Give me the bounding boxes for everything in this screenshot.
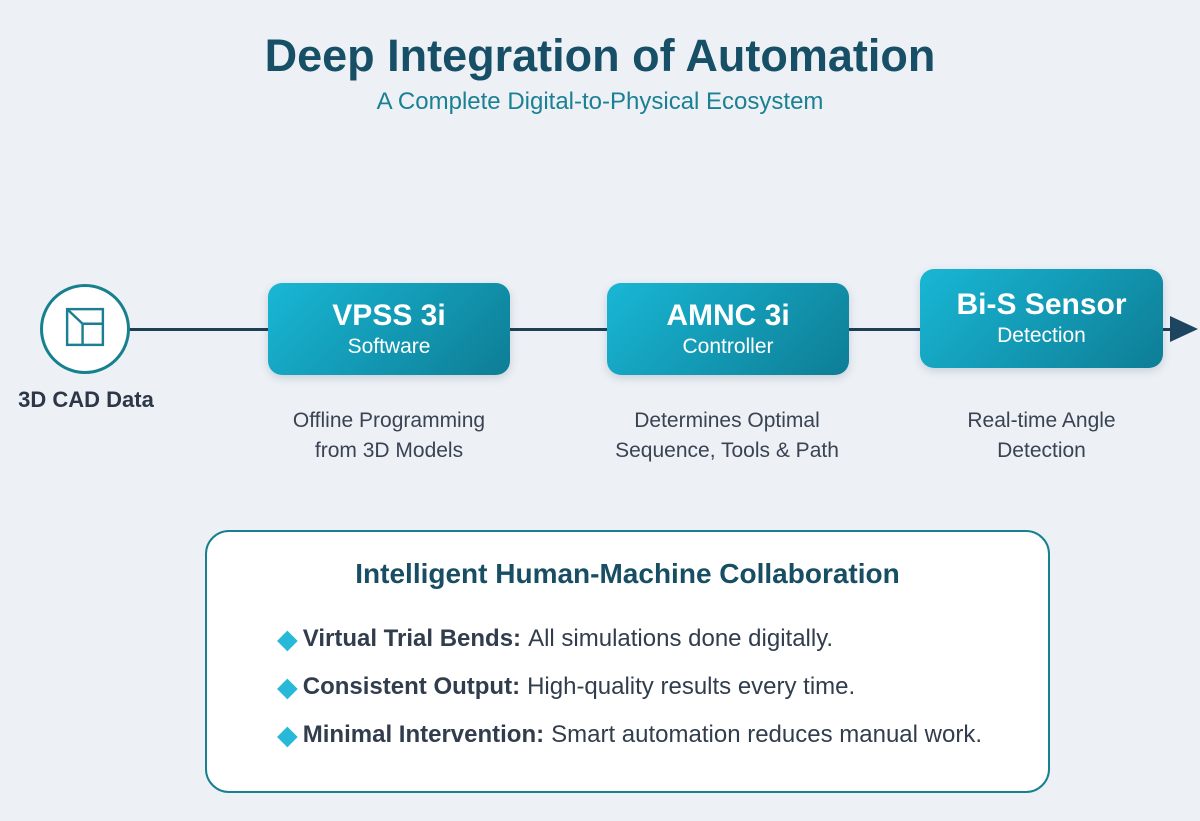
source-node-label: 3D CAD Data <box>18 387 154 412</box>
flow-node-subtitle: Detection <box>997 324 1086 347</box>
diamond-icon: ◆ <box>277 671 298 703</box>
flow-node-bis-sensor: Bi-S Sensor Detection <box>920 269 1163 368</box>
page-subtitle: A Complete Digital-to-Physical Ecosystem <box>376 88 824 115</box>
arrow-right-icon <box>1170 316 1198 342</box>
flow-node-description: Determines Optimal Sequence, Tools & Pat… <box>615 409 839 462</box>
bullet-label: Consistent Output: <box>302 673 521 700</box>
flow-node-amnc-3i: AMNC 3i Controller <box>607 283 849 375</box>
flow-node-description: Real-time Angle Detection <box>967 409 1116 462</box>
diamond-icon: ◆ <box>277 623 298 655</box>
bullet-text: All simulations done digitally. <box>528 625 834 652</box>
flow-node-title: VPSS 3i <box>332 298 446 332</box>
flow-node-description: Offline Programming from 3D Models <box>292 409 486 462</box>
collaboration-card: Intelligent Human-Machine Collaboration … <box>205 530 1050 793</box>
bullet-label: Minimal Intervention: <box>302 721 545 748</box>
page-title: Deep Integration of Automation <box>264 30 936 81</box>
flow-node-subtitle: Controller <box>682 334 774 358</box>
flow-node-title: AMNC 3i <box>666 298 790 332</box>
cad-cube-icon <box>59 301 111 358</box>
bullet-text: High-quality results every time. <box>527 673 856 700</box>
flow-node-vpss-3i: VPSS 3i Software <box>268 283 510 375</box>
flow-node-title: Bi-S Sensor <box>956 288 1127 321</box>
source-node-3d-cad <box>40 284 130 374</box>
bullet-label: Virtual Trial Bends: <box>302 625 522 652</box>
collaboration-card-title: Intelligent Human-Machine Collaboration <box>355 558 900 589</box>
diamond-icon: ◆ <box>277 719 298 751</box>
flow-node-subtitle: Software <box>347 334 431 358</box>
bullet-item: ◆ Minimal Intervention: Smart automation… <box>277 719 982 751</box>
bullet-item: ◆ Virtual Trial Bends: All simulations d… <box>277 623 833 655</box>
bullet-item: ◆ Consistent Output: High-quality result… <box>277 671 855 703</box>
bullet-text: Smart automation reduces manual work. <box>551 721 982 748</box>
